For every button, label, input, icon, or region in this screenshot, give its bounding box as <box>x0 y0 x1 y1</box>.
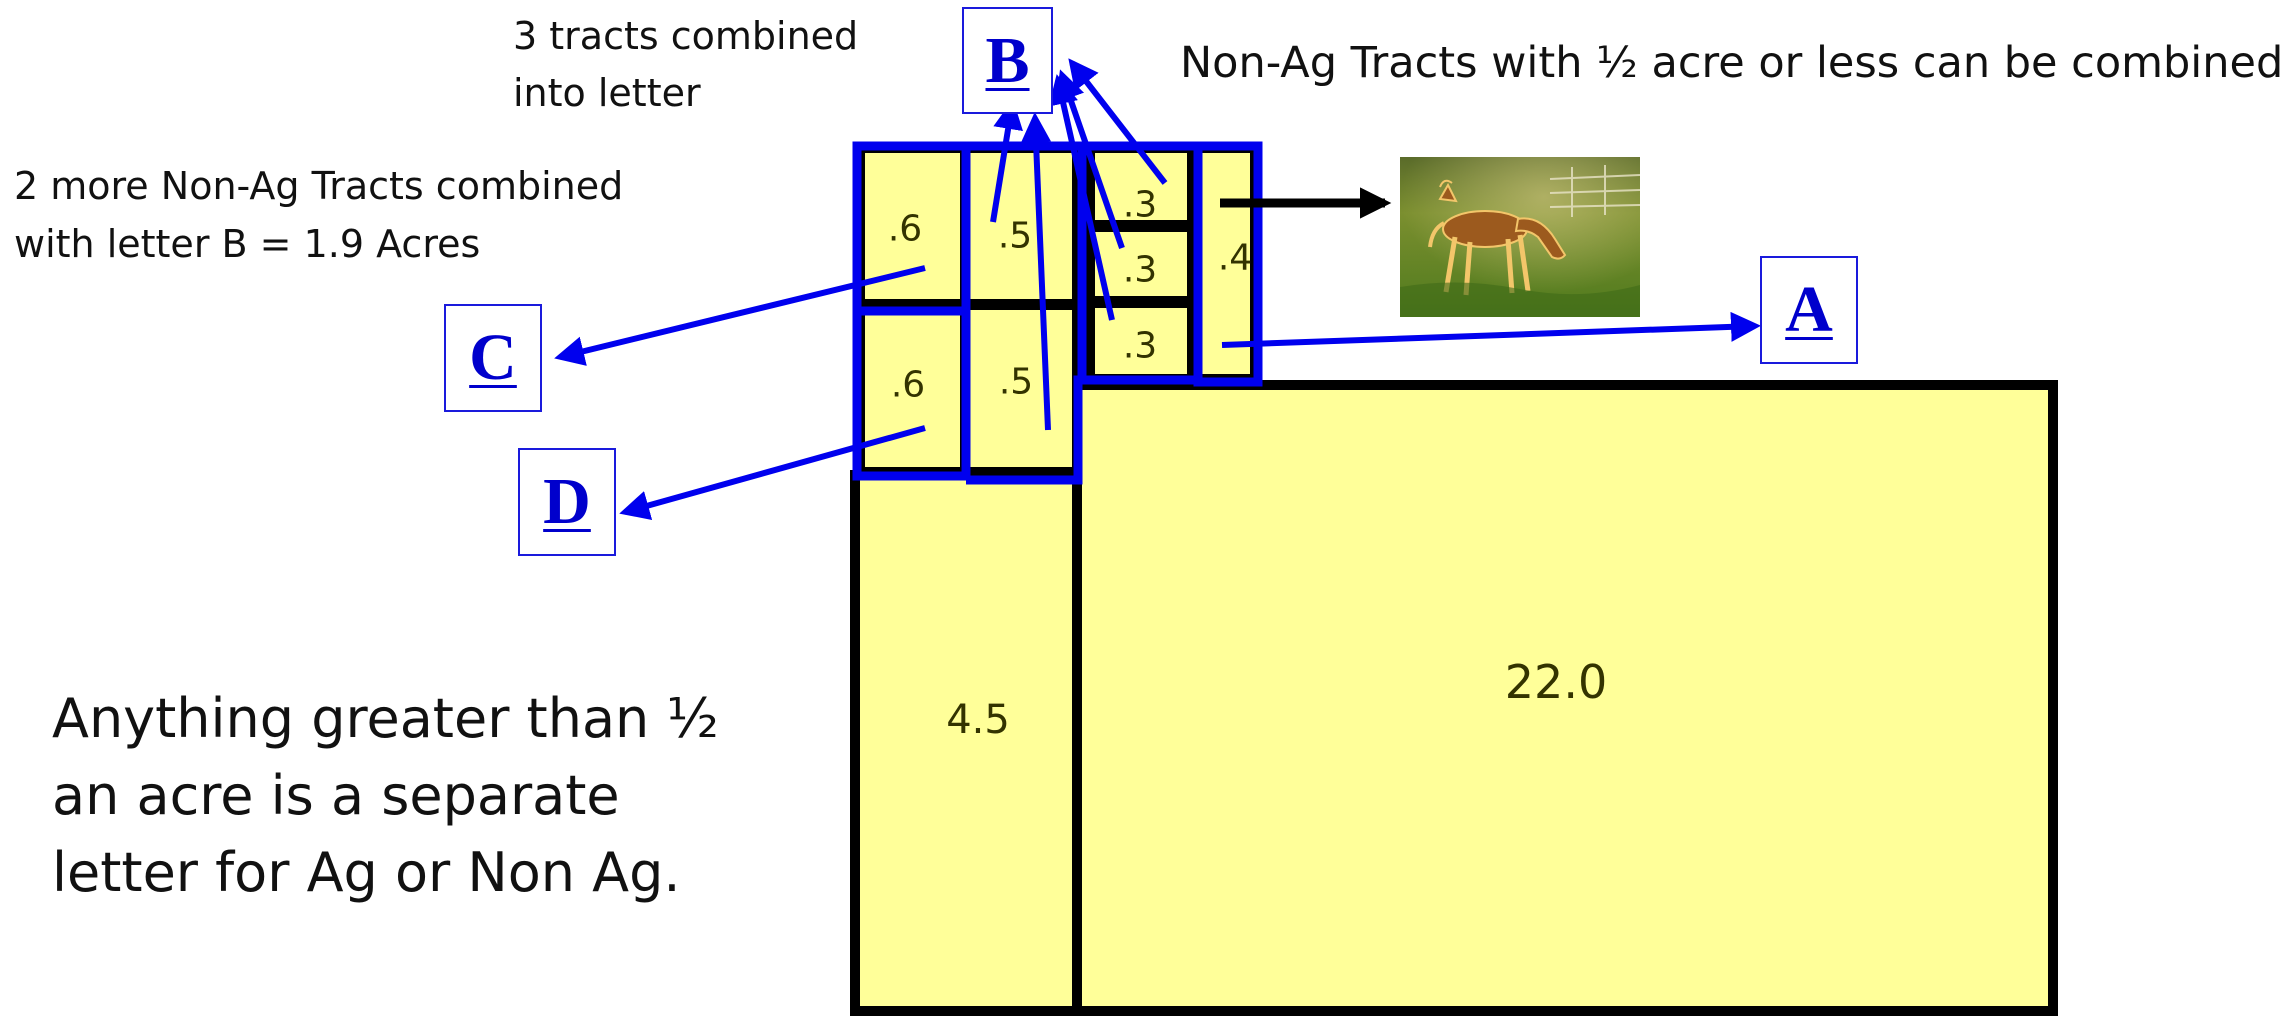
letter-c-box: C <box>444 304 542 412</box>
tract-label: .3 <box>1122 325 1158 367</box>
letter-a: A <box>1785 273 1833 346</box>
letter-d: D <box>543 465 591 538</box>
tract-label: 22.0 <box>1504 655 1608 709</box>
tract-label: .3 <box>1122 249 1158 291</box>
tract-label: .5 <box>997 215 1033 257</box>
note-two-more-tracts: 2 more Non-Ag Tracts combined with lette… <box>14 164 624 266</box>
note-tracts-combined: 3 tracts combined into letter <box>513 14 859 115</box>
tract-label: .6 <box>887 208 923 250</box>
tract-label: .5 <box>998 361 1034 403</box>
horse-grazing-image <box>1400 157 1640 317</box>
letter-d-box: D <box>518 448 616 556</box>
letter-c: C <box>469 321 517 394</box>
note-non-ag-half-acre: Non-Ag Tracts with ½ acre or less can be… <box>1180 38 2280 88</box>
tract-label: .4 <box>1217 237 1253 279</box>
tract-label: 4.5 <box>946 697 1010 743</box>
tract-label: .3 <box>1122 184 1158 226</box>
tract-4-5 <box>850 470 1090 1016</box>
arrow-to-a <box>1221 311 1761 348</box>
note-anything-greater: Anything greater than ½ an acre is a sep… <box>52 687 719 904</box>
letter-b: B <box>985 23 1030 97</box>
letter-b-box: B <box>962 7 1053 114</box>
letter-a-box: A <box>1760 256 1858 364</box>
tract-22-0 <box>1072 380 2058 1016</box>
tract-label: .6 <box>890 364 926 406</box>
